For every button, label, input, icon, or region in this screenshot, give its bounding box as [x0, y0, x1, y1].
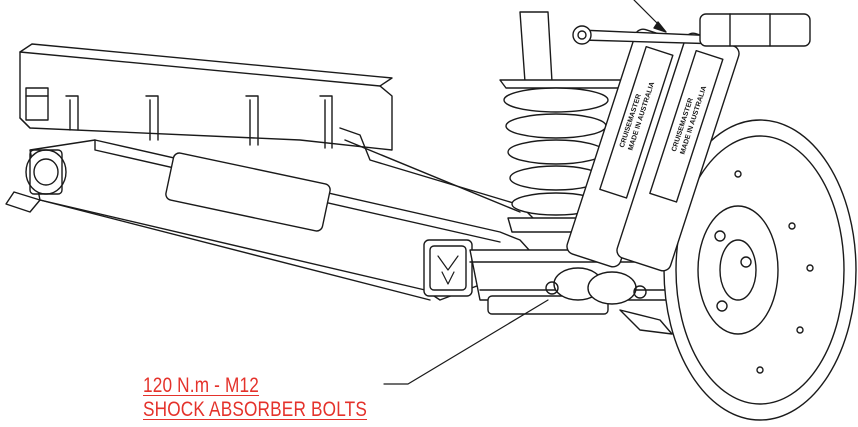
chassis-rail [19, 43, 393, 151]
trailing-arm [29, 127, 541, 301]
torque-spec: 120 N.m - M12 [143, 374, 260, 397]
leader-line-bottom [383, 299, 549, 385]
top-shock-bolt [572, 13, 811, 47]
part-name: SHOCK ABSORBER BOLTS [143, 398, 368, 421]
bottom-shock-mount [545, 267, 673, 335]
torque-annotation: 120 N.m - M12 SHOCK ABSORBER BOLTS [143, 374, 367, 422]
leader-arrow-top [653, 21, 667, 33]
arm-end-cap [423, 239, 473, 297]
wheel-hub [663, 119, 857, 421]
pivot-bush [5, 149, 67, 213]
